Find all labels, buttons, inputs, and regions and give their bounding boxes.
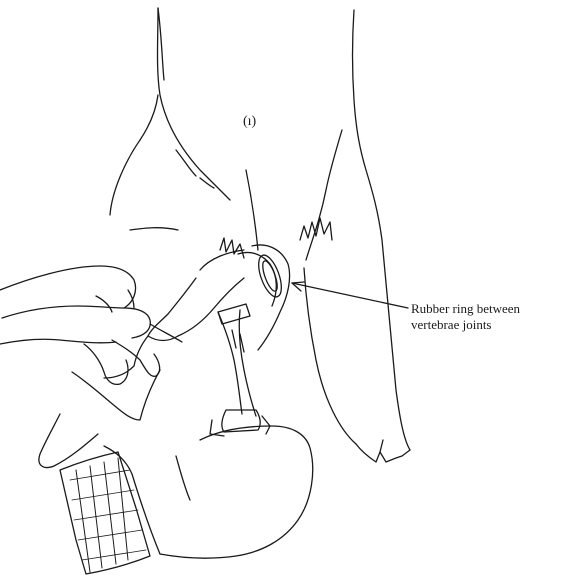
rubber-ring: [254, 252, 286, 300]
hoof: [356, 444, 410, 462]
tail-hair: [220, 218, 332, 258]
callout-arrow: [292, 282, 408, 308]
arm-sleeve: [39, 336, 313, 574]
callout-label: Rubber ring between vertebrae joints: [411, 301, 520, 333]
body-outline: [246, 170, 258, 250]
applicator-tool: [210, 304, 270, 436]
callout-line-1: Rubber ring between: [411, 301, 520, 317]
hand: [0, 266, 182, 384]
panel-number: (ı): [243, 114, 256, 130]
left-hind-leg: [110, 8, 230, 230]
callout-line-2: vertebrae joints: [411, 317, 520, 333]
right-hind-leg: [304, 10, 410, 462]
